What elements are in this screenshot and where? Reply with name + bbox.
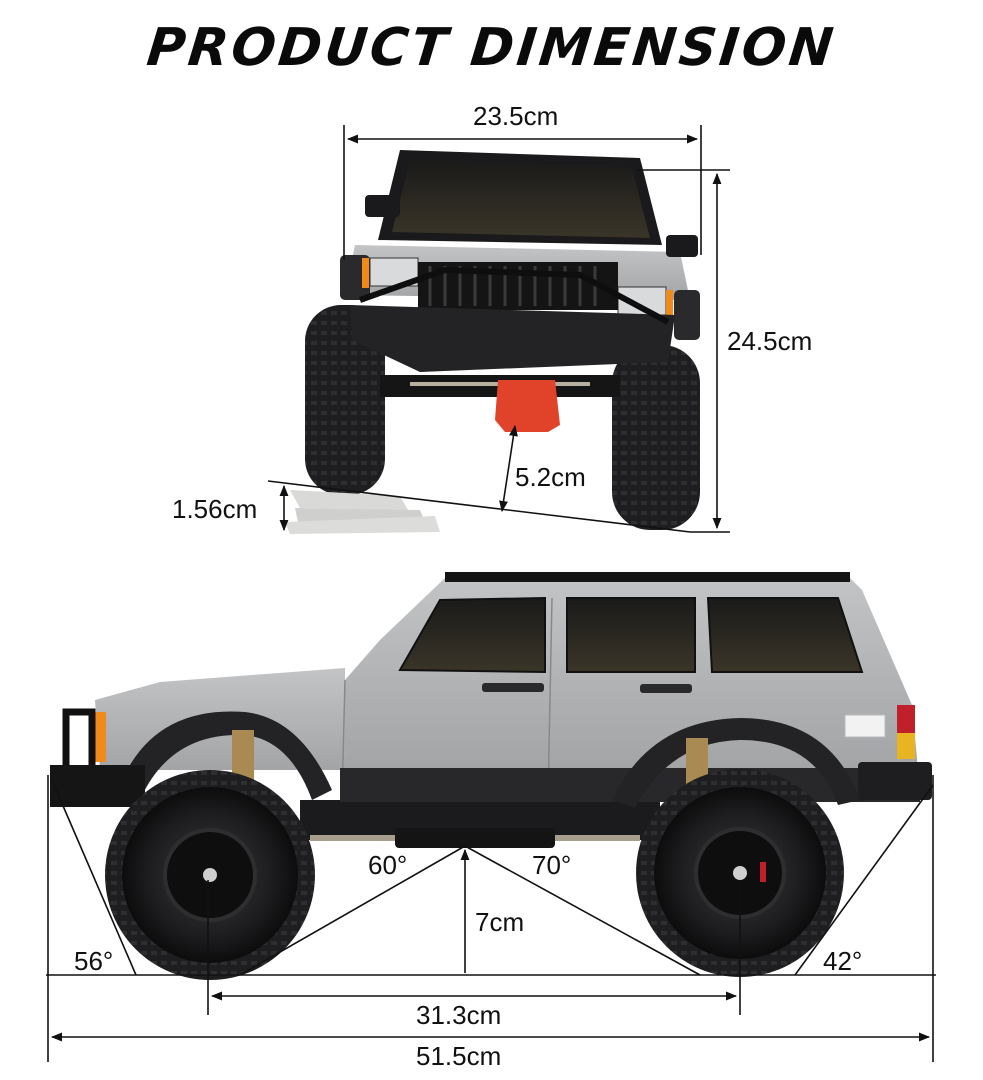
front-height-label: 24.5cm xyxy=(727,326,813,356)
front-door-window xyxy=(398,596,546,674)
rear-door-window xyxy=(566,597,696,673)
front-right-tire xyxy=(612,345,700,530)
front-bumper-side xyxy=(50,765,145,807)
obstacle-height-label: 1.56cm xyxy=(172,494,258,524)
mirror-right xyxy=(666,235,698,257)
approach-angle-label: 56° xyxy=(74,946,114,976)
rear-bumper xyxy=(858,762,932,800)
front-door-handle xyxy=(482,683,544,692)
front-view-dimension-lines xyxy=(267,125,730,533)
front-width-label: 23.5cm xyxy=(473,101,559,131)
front-fender-flare xyxy=(118,711,332,800)
tail-light-yellow xyxy=(897,733,915,759)
front-view-truck xyxy=(305,150,700,530)
rear-door-handle xyxy=(640,684,692,693)
rear-quarter-window xyxy=(706,597,864,673)
front-shock xyxy=(232,730,254,780)
overall-length-label: 51.5cm xyxy=(416,1041,502,1071)
rear-shock xyxy=(686,738,708,786)
diff-cover xyxy=(495,380,560,432)
breakover-front-angle-label: 60° xyxy=(368,850,408,880)
side-view-truck xyxy=(50,572,932,980)
mirror-left xyxy=(365,195,400,217)
departure-angle-label: 42° xyxy=(823,946,863,976)
rock-obstacle xyxy=(285,490,440,534)
ground-clearance-label: 5.2cm xyxy=(515,462,586,492)
side-view-dimension-lines xyxy=(46,775,936,1062)
side-marker xyxy=(844,714,886,738)
tail-light-red xyxy=(897,705,915,733)
belly-clearance-label: 7cm xyxy=(475,907,525,937)
bull-bar xyxy=(359,266,670,325)
front-bumper xyxy=(350,305,675,372)
front-left-tire xyxy=(305,305,385,495)
roof xyxy=(445,572,850,582)
breakover-rear-angle-label: 70° xyxy=(532,850,572,880)
wheelbase-label: 31.3cm xyxy=(416,1000,502,1030)
rear-fender-flare xyxy=(612,718,860,808)
windshield xyxy=(392,160,650,238)
